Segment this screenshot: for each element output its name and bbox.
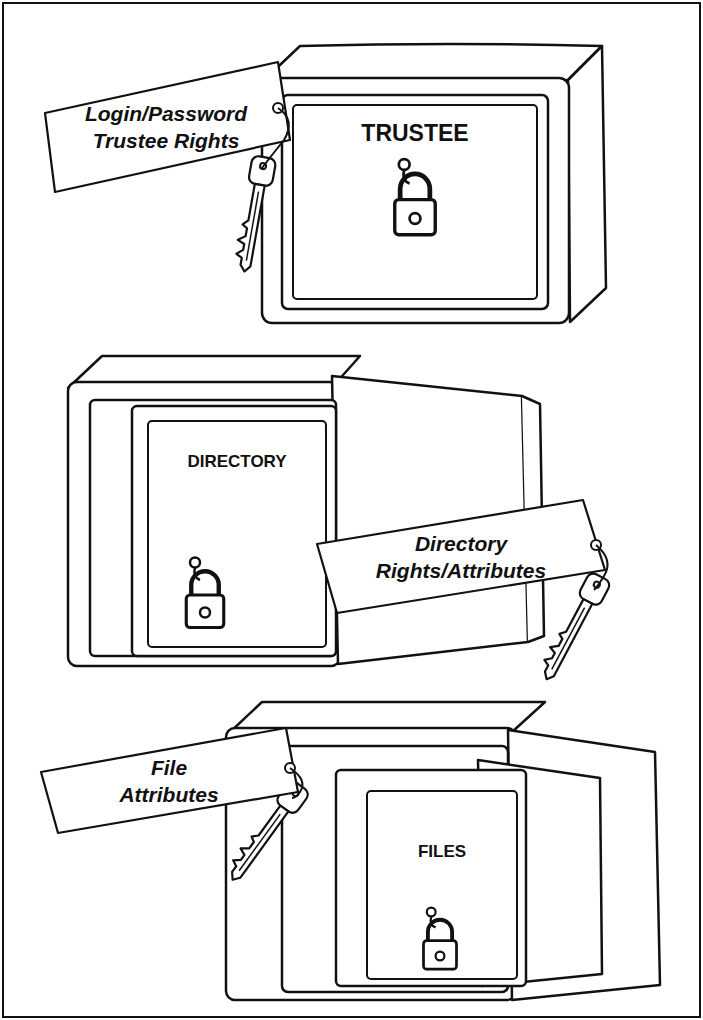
tag-outline — [315, 498, 607, 616]
door-label: TRUSTEE — [294, 120, 536, 147]
door-label: FILES — [368, 842, 516, 862]
tag-label: Login/Password Trustee Rights — [77, 100, 255, 155]
tag-shape — [41, 728, 298, 833]
safe-door: FILES — [366, 790, 518, 980]
key-tag: File Attributes — [38, 726, 300, 836]
tag-label: File Attributes — [104, 754, 234, 809]
safe-door: TRUSTEE — [292, 104, 538, 300]
key-tag: Directory Rights/Attributes — [315, 498, 607, 616]
door-label: DIRECTORY — [149, 452, 325, 472]
key-tag: Login/Password Trustee Rights — [40, 58, 292, 196]
safe-door: DIRECTORY — [147, 420, 327, 648]
tag-shape — [45, 62, 290, 192]
tag-outline — [38, 726, 300, 836]
tag-label: Directory Rights/Attributes — [356, 530, 566, 585]
tag-outline — [40, 58, 292, 196]
tag-shape — [317, 500, 605, 613]
